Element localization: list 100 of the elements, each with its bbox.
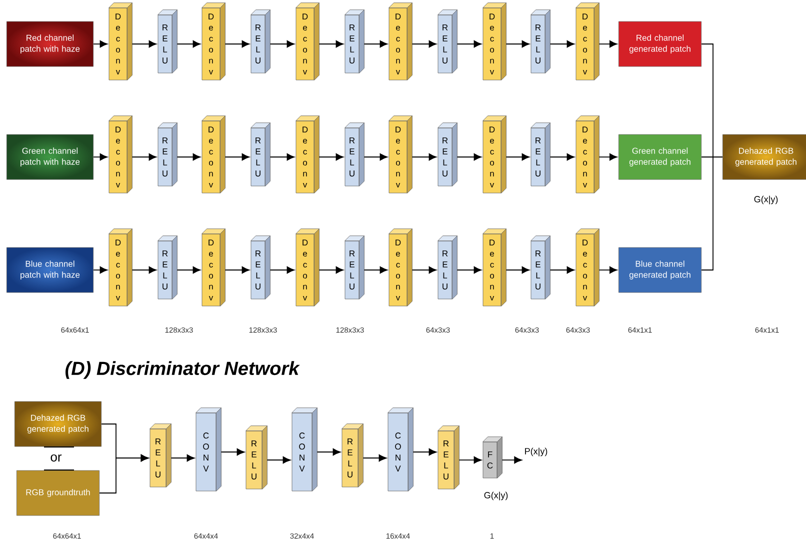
output-patch-box: Red channel generated patch xyxy=(618,21,702,67)
deconv-block: Deconv xyxy=(108,116,132,194)
arrow xyxy=(99,454,149,494)
arrow xyxy=(93,40,108,48)
input-patch-box: Green channel patch with haze xyxy=(6,134,94,180)
arrow xyxy=(598,40,618,48)
deconv-block: Deconv xyxy=(296,228,320,306)
relu-block: RELU xyxy=(344,122,364,186)
deconv-block: Deconv xyxy=(296,116,320,194)
deconv-block: Deconv xyxy=(202,228,226,306)
arrow xyxy=(176,266,201,274)
arrow xyxy=(132,40,157,48)
relu-block: RELU xyxy=(158,10,178,74)
relu-block: RELU xyxy=(250,10,270,74)
deconv-block: Deconv xyxy=(202,2,226,80)
output-patch-box: Green channel generated patch xyxy=(618,134,702,180)
relu-block: RELU xyxy=(530,236,550,300)
arrow xyxy=(412,40,437,48)
arrow xyxy=(316,448,341,456)
connector-line xyxy=(701,156,723,270)
arrow xyxy=(270,266,295,274)
arrow xyxy=(270,40,295,48)
deconv-block: Deconv xyxy=(482,228,506,306)
relu-block: RELU xyxy=(438,236,458,300)
arrow xyxy=(224,153,250,161)
relu-block: RELU xyxy=(530,10,550,74)
groundtruth-box: RGB groundtruth xyxy=(16,470,100,516)
deconv-block: Deconv xyxy=(482,2,506,80)
relu-block: RELU xyxy=(250,236,270,300)
arrow xyxy=(176,153,201,161)
arrow xyxy=(506,153,530,161)
relu-block: RELU xyxy=(158,236,178,300)
deconv-block: Deconv xyxy=(576,116,600,194)
arrow xyxy=(318,153,344,161)
fc-block: FC xyxy=(482,436,502,478)
relu-block: RELU xyxy=(344,236,364,300)
conv-block: CONV xyxy=(292,408,318,492)
arrow xyxy=(502,456,522,464)
output-label: P(x|y) xyxy=(525,448,548,456)
deconv-block: Deconv xyxy=(576,228,600,306)
arrow xyxy=(132,266,157,274)
relu-block: RELU xyxy=(438,426,460,490)
arrow xyxy=(224,40,250,48)
conv-block: CONV xyxy=(196,408,222,492)
arrow xyxy=(270,153,295,161)
arrow xyxy=(176,40,201,48)
arrow xyxy=(93,153,108,161)
arrow xyxy=(550,153,575,161)
deconv-block: Deconv xyxy=(388,2,412,80)
relu-block: RELU xyxy=(150,424,172,488)
merged-patch-box: Dehazed RGB generated patch xyxy=(722,134,806,180)
arrow xyxy=(456,40,482,48)
arrow xyxy=(550,40,575,48)
deconv-block: Deconv xyxy=(388,116,412,194)
deconv-block: Deconv xyxy=(576,2,600,80)
arrow xyxy=(224,266,250,274)
arrow xyxy=(550,266,575,274)
input-patch-box: Red channel patch with haze xyxy=(6,21,94,67)
merged-patch-box: Dehazed RGB generated patch xyxy=(14,401,102,447)
arrow xyxy=(506,40,530,48)
arrow xyxy=(598,153,618,161)
arrow xyxy=(220,448,245,456)
relu-block: RELU xyxy=(530,122,550,186)
arrow xyxy=(266,456,291,464)
arrow xyxy=(93,266,108,274)
arrow xyxy=(318,266,344,274)
relu-block: RELU xyxy=(344,10,364,74)
or-text: or xyxy=(50,454,62,462)
conv-block: CONV xyxy=(388,408,414,492)
relu-block: RELU xyxy=(250,122,270,186)
beside-label: G(x|y) xyxy=(754,196,778,204)
deconv-block: Deconv xyxy=(202,116,226,194)
arrow xyxy=(364,266,388,274)
deconv-block: Deconv xyxy=(108,2,132,80)
arrow xyxy=(598,266,618,274)
arrow xyxy=(456,266,482,274)
arrow xyxy=(364,40,388,48)
deconv-block: Deconv xyxy=(108,228,132,306)
deconv-block: Deconv xyxy=(482,116,506,194)
arrow xyxy=(362,454,387,462)
relu-block: RELU xyxy=(342,424,364,488)
output-patch-box: Blue channel generated patch xyxy=(618,247,702,293)
arrow xyxy=(412,448,437,456)
arrow xyxy=(456,153,482,161)
input-patch-box: Blue channel patch with haze xyxy=(6,247,94,293)
section-title: (D) Discriminator Network xyxy=(66,361,300,379)
arrow xyxy=(170,454,195,462)
arrow xyxy=(364,153,388,161)
arrow xyxy=(412,153,437,161)
arrow xyxy=(458,456,482,464)
deconv-block: Deconv xyxy=(296,2,320,80)
relu-block: RELU xyxy=(438,10,458,74)
relu-block: RELU xyxy=(158,122,178,186)
relu-block: RELU xyxy=(246,426,268,490)
deconv-block: Deconv xyxy=(388,228,412,306)
beside-label: G(x|y) xyxy=(484,492,508,500)
arrow xyxy=(132,153,157,161)
arrow xyxy=(506,266,530,274)
arrow xyxy=(318,40,344,48)
relu-block: RELU xyxy=(438,122,458,186)
